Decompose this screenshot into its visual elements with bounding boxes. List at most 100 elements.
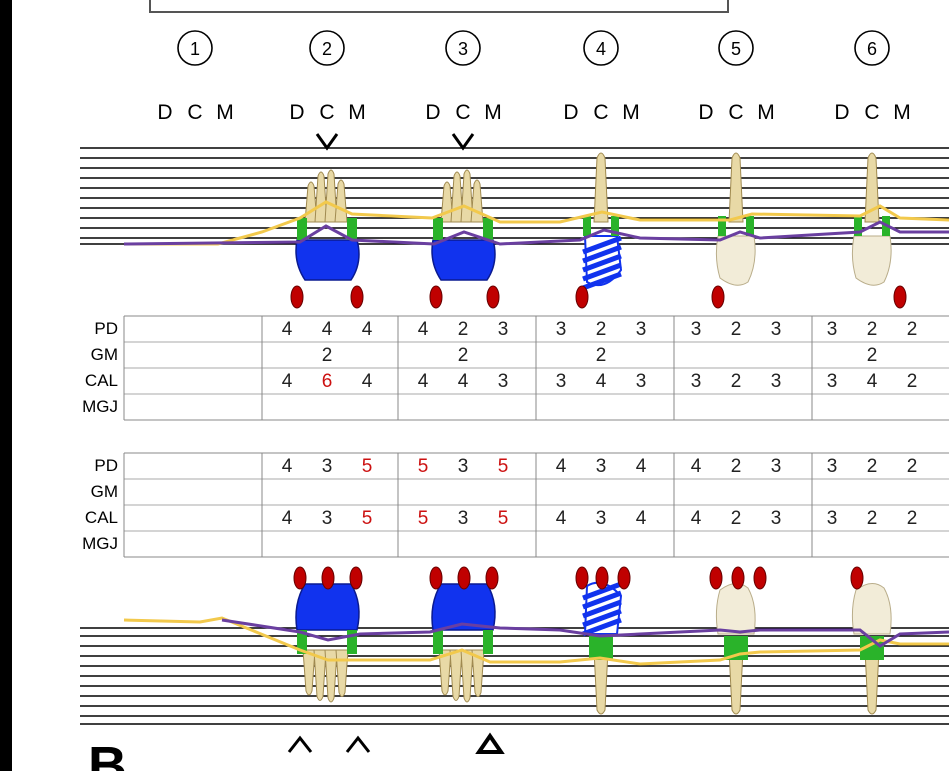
measurement-value: 4 (418, 319, 429, 340)
measurement-value: 2 (731, 319, 742, 340)
tooth-root (438, 649, 452, 696)
measurement-value: 2 (907, 319, 918, 340)
measurement-value: 3 (322, 456, 333, 477)
measurement-value: 2 (596, 319, 607, 340)
probing-marker (290, 285, 304, 309)
filling-stripe (582, 599, 622, 619)
tooth-number: 5 (731, 39, 741, 59)
premolar-tooth (715, 152, 756, 286)
row-label: MGJ (82, 534, 118, 553)
gingival-margin-line (124, 200, 949, 246)
attachment-band (583, 216, 591, 236)
surface-label: M (216, 101, 234, 124)
tooth-number-circle (854, 30, 890, 66)
measurement-value: 3 (771, 508, 782, 529)
probing-marker (486, 285, 500, 309)
filling-stripe (582, 590, 622, 610)
tooth-root (593, 649, 609, 715)
filling-stripe (582, 608, 622, 628)
tooth-number-circle (309, 30, 345, 66)
tooth-root (302, 649, 316, 696)
natural-crown (851, 583, 892, 635)
filling-stripe (582, 262, 622, 282)
measurement-value: 2 (458, 345, 469, 366)
surface-label: M (893, 101, 911, 124)
measurement-value: 2 (731, 456, 742, 477)
molar-tooth (295, 169, 360, 281)
measurement-value: 4 (362, 371, 373, 392)
attachment-band (433, 630, 443, 654)
tooth-root (324, 649, 338, 703)
attachment-band (589, 636, 613, 660)
probing-marker (731, 566, 745, 590)
measurement-value: 2 (907, 456, 918, 477)
tooth-number-circle (583, 30, 619, 66)
measurement-value: 3 (771, 319, 782, 340)
surface-label: C (593, 101, 608, 124)
lower-annotation-marks (287, 732, 505, 754)
probing-marker (293, 566, 307, 590)
measurement-value: 2 (867, 508, 878, 529)
tooth-number-circle (718, 30, 754, 66)
furcation-mark (315, 133, 339, 151)
probing-marker (709, 566, 723, 590)
measurement-value: 5 (418, 456, 429, 477)
row-label: MGJ (82, 397, 118, 416)
tooth-number: 6 (867, 39, 877, 59)
measurement-value: 4 (636, 508, 647, 529)
measurement-value: 4 (282, 456, 293, 477)
natural-crown (715, 583, 756, 635)
probing-marker (850, 566, 864, 590)
measurement-value: 3 (691, 319, 702, 340)
probing-marker (575, 566, 589, 590)
measurement-value: 4 (556, 456, 567, 477)
measurement-value: 3 (827, 319, 838, 340)
natural-crown (851, 235, 892, 286)
tooth-root (728, 152, 744, 223)
tooth-root (460, 649, 474, 703)
tooth-root (324, 169, 338, 223)
tooth-number-circle (445, 30, 481, 66)
probing-marker (429, 566, 443, 590)
attachment-band (746, 216, 754, 236)
row-label: GM (91, 345, 118, 364)
measurement-value: 2 (731, 371, 742, 392)
top-frame (149, 0, 729, 13)
measurement-value: 3 (636, 319, 647, 340)
measurement-value: 3 (556, 371, 567, 392)
measurement-value: 5 (362, 456, 373, 477)
filling-stripe (582, 581, 622, 601)
surface-label: C (319, 101, 334, 124)
measurement-value: 2 (458, 319, 469, 340)
probing-marker (429, 285, 443, 309)
measurement-value: 2 (867, 319, 878, 340)
measurement-value: 4 (596, 371, 607, 392)
tooth-root (335, 649, 349, 697)
upper-teeth-diagram (123, 152, 949, 309)
measurement-value: 4 (691, 508, 702, 529)
surface-label: C (864, 101, 879, 124)
attachment-band (483, 218, 493, 240)
attachment-band (433, 218, 443, 240)
measurement-value: 4 (556, 508, 567, 529)
row-label: GM (91, 482, 118, 501)
attachment-band (347, 218, 357, 240)
surface-label: M (622, 101, 640, 124)
filling-crown (295, 239, 360, 281)
surface-label: M (348, 101, 366, 124)
furcation-mark (345, 735, 371, 753)
measurement-value: 3 (596, 508, 607, 529)
attachment-band (854, 216, 862, 236)
tooth-root (449, 649, 463, 701)
gingival-margin-line (123, 616, 949, 666)
probing-marker (617, 566, 631, 590)
tooth-root (593, 152, 609, 223)
premolar-tooth (851, 152, 892, 286)
probing-marker (595, 566, 609, 590)
chart-background (12, 0, 949, 771)
filling-stripe (582, 253, 622, 273)
tooth-number: 4 (596, 39, 606, 59)
measurement-value: 5 (498, 456, 509, 477)
